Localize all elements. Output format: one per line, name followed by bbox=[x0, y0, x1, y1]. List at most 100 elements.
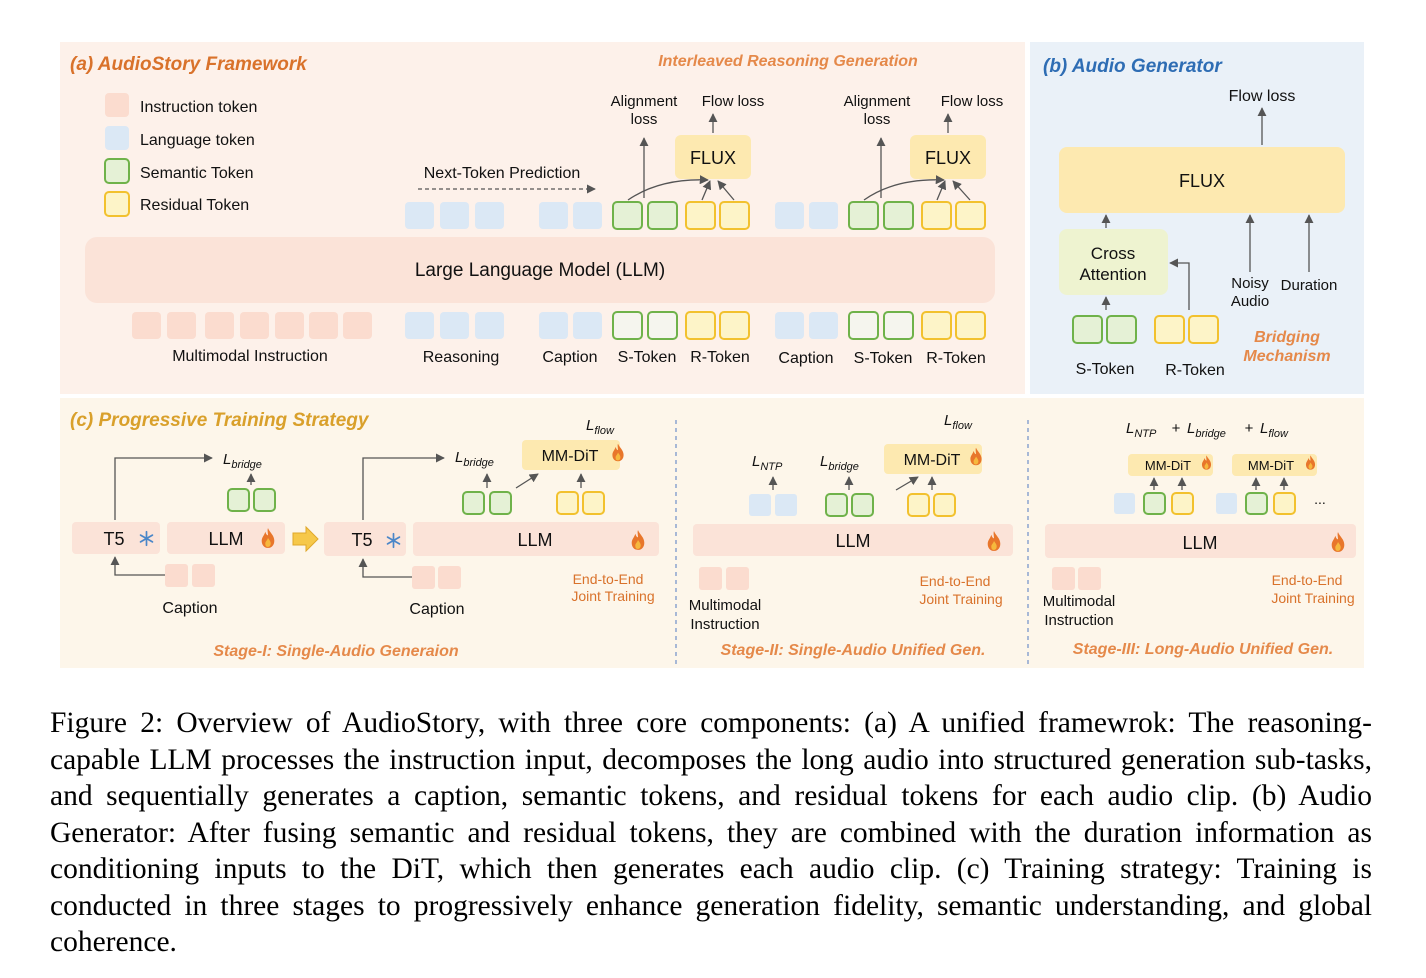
stoken-label-2: S-Token bbox=[854, 350, 913, 367]
rtoken-label-2: R-Token bbox=[926, 350, 986, 367]
stage1-llm-box-1 bbox=[167, 522, 285, 554]
stage1-caption-2: Caption bbox=[409, 601, 464, 618]
duration-label: Duration bbox=[1281, 277, 1338, 294]
stage3-e2e-2: Joint Training bbox=[1271, 590, 1354, 606]
stage1-llm-label-2: LLM bbox=[517, 530, 552, 550]
stage1-t5-box-1 bbox=[72, 522, 160, 554]
panel-c-title: (c) Progressive Training Strategy bbox=[70, 410, 370, 431]
flux-label-2: FLUX bbox=[925, 148, 971, 168]
panel-b-arrows bbox=[1101, 214, 1314, 310]
bridging-label-1: Bridging bbox=[1254, 329, 1320, 346]
stage3-loss-ntp: LNTP bbox=[1126, 420, 1157, 440]
stage1-caption-1: Caption bbox=[162, 600, 217, 617]
llm-label: Large Language Model (LLM) bbox=[415, 260, 665, 281]
stage2-mmdit-box bbox=[884, 444, 982, 474]
stage2-mmdit-label: MM-DiT bbox=[904, 452, 961, 469]
panel-b-title: (b) Audio Generator bbox=[1043, 56, 1223, 77]
stage2-lflow: Lflow bbox=[944, 412, 973, 432]
panel-a-arrows bbox=[627, 113, 971, 201]
noisy-audio-label-2: Audio bbox=[1231, 293, 1269, 310]
llm-bar bbox=[85, 237, 995, 303]
noisy-audio-label-1: Noisy bbox=[1231, 275, 1269, 292]
panel-b-tokens bbox=[1072, 315, 1219, 344]
alignment-loss-1a: Alignment bbox=[611, 93, 679, 110]
cross-attention-box bbox=[1059, 229, 1168, 295]
stage3-mmdit-label-1: MM-DiT bbox=[1145, 458, 1191, 473]
stage3-mmdit-box-2 bbox=[1232, 454, 1317, 476]
rtoken-label-1: R-Token bbox=[690, 349, 750, 366]
multimodal-instruction-label: Multimodal Instruction bbox=[172, 348, 328, 365]
stage1-lbridge-1: Lbridge bbox=[223, 451, 262, 471]
stoken-label-1: S-Token bbox=[618, 349, 677, 366]
stage2-lntp: LNTP bbox=[752, 453, 783, 473]
stage3-ellipsis: ... bbox=[1314, 491, 1326, 507]
alignment-loss-2b: loss bbox=[864, 111, 891, 128]
stage1-llm-box-2 bbox=[413, 522, 659, 556]
flux-label-1: FLUX bbox=[690, 148, 736, 168]
panel-b-stoken-label: S-Token bbox=[1076, 361, 1135, 378]
bridging-label-2: Mechanism bbox=[1243, 348, 1330, 365]
stage2-llm-box bbox=[693, 524, 1013, 556]
stage1-t5-label-2: T5 bbox=[351, 530, 372, 550]
output-token-row bbox=[405, 201, 986, 230]
stage1-right-tokens bbox=[412, 491, 605, 589]
stage3-mmdit-label-2: MM-DiT bbox=[1248, 458, 1294, 473]
figure-caption: Figure 2: Overview of AudioStory, with t… bbox=[50, 707, 1372, 958]
legend-residual-swatch bbox=[104, 191, 130, 217]
legend-semantic-swatch bbox=[104, 158, 130, 184]
alignment-loss-2a: Alignment bbox=[844, 93, 912, 110]
stage1-t5-box-2 bbox=[324, 522, 406, 556]
stage2-tokens bbox=[699, 493, 956, 590]
stage1-llm-label-1: LLM bbox=[208, 529, 243, 549]
panel-b-flux-box bbox=[1059, 147, 1345, 213]
stage2-e2e-2: Joint Training bbox=[919, 591, 1002, 607]
stage1-e2e-1: End-to-End bbox=[573, 571, 644, 587]
stage3-plus-1: + bbox=[1172, 420, 1181, 437]
stage3-multimodal-2: Instruction bbox=[1044, 612, 1113, 629]
stage3-multimodal-1: Multimodal bbox=[1043, 593, 1116, 610]
stage3-plus-2: + bbox=[1245, 420, 1254, 437]
stage2-lbridge: Lbridge bbox=[820, 453, 859, 473]
panel-b-flow-loss: Flow loss bbox=[1229, 88, 1296, 105]
stage2-llm-label: LLM bbox=[835, 531, 870, 551]
stage-transition-arrow bbox=[292, 525, 319, 553]
legend-language-swatch bbox=[105, 126, 129, 150]
legend-instruction-swatch bbox=[105, 93, 129, 117]
legend-language-label: Language token bbox=[140, 132, 255, 149]
stage1-e2e-2: Joint Training bbox=[571, 588, 654, 604]
stage3-mmdit-box-1 bbox=[1128, 454, 1213, 476]
cross-attention-label-2: Attention bbox=[1079, 265, 1146, 284]
stage3-loss-flow: Lflow bbox=[1260, 420, 1289, 440]
stage1-mmdit-box bbox=[522, 440, 620, 470]
stage1-left-arrows bbox=[110, 453, 256, 576]
legend-residual-label: Residual Token bbox=[140, 197, 249, 214]
input-token-row bbox=[132, 311, 986, 340]
flux-box-2 bbox=[910, 135, 986, 179]
stage2-multimodal-2: Instruction bbox=[690, 616, 759, 633]
stage3-llm-label: LLM bbox=[1182, 533, 1217, 553]
flow-loss-2: Flow loss bbox=[941, 93, 1004, 110]
flux-box-1 bbox=[675, 135, 751, 179]
stage2-label: Stage-II: Single-Audio Unified Gen. bbox=[721, 642, 986, 659]
stage2-multimodal-1: Multimodal bbox=[689, 597, 762, 614]
stage3-e2e-1: End-to-End bbox=[1272, 572, 1343, 588]
next-token-label: Next-Token Prediction bbox=[424, 165, 581, 182]
stage3-label: Stage-III: Long-Audio Unified Gen. bbox=[1073, 641, 1333, 658]
reasoning-label: Reasoning bbox=[423, 349, 500, 366]
flow-loss-1: Flow loss bbox=[702, 93, 765, 110]
panel-a-title: (a) AudioStory Framework bbox=[70, 54, 308, 75]
panel-b-rtoken-label: R-Token bbox=[1165, 362, 1225, 379]
legend-semantic-label: Semantic Token bbox=[140, 165, 254, 182]
alignment-loss-1b: loss bbox=[631, 111, 658, 128]
stage1-right-arrows bbox=[358, 453, 586, 578]
stage1-lbridge-2: Lbridge bbox=[455, 449, 494, 469]
panel-a-subtitle: Interleaved Reasoning Generation bbox=[658, 53, 918, 70]
stage3-llm-box bbox=[1045, 524, 1356, 558]
caption-label-2: Caption bbox=[778, 350, 833, 367]
stage1-mmdit-label: MM-DiT bbox=[542, 448, 599, 465]
stage3-tokens bbox=[1052, 492, 1296, 590]
stage1-lflow: Lflow bbox=[586, 417, 615, 437]
panel-b-flux-label: FLUX bbox=[1179, 171, 1225, 191]
stage1-left-tokens bbox=[165, 488, 276, 587]
stage2-arrows bbox=[768, 476, 937, 491]
